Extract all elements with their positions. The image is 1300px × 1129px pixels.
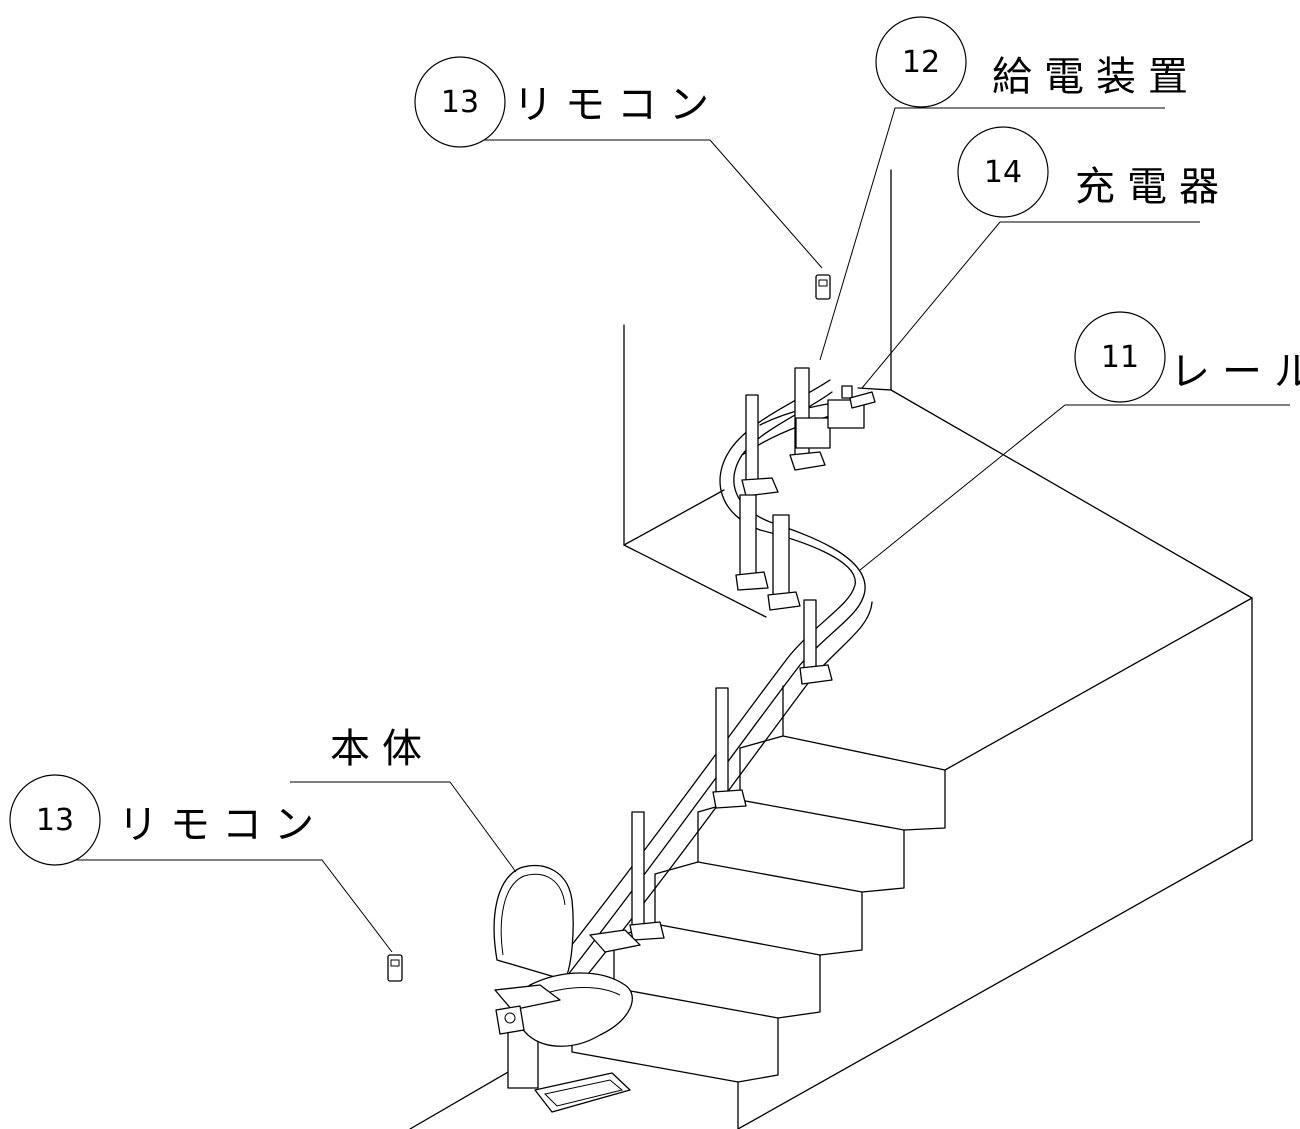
rail [547, 379, 873, 991]
callout-remote-bottom: 13 リモコン [9, 774, 326, 866]
callout-number: 12 [902, 45, 940, 80]
callout-label: リモコン [513, 82, 721, 128]
power-supply-unit [795, 385, 876, 449]
callout-number: 13 [441, 85, 479, 120]
callout-remote-top: 13 リモコン [414, 56, 721, 148]
stairlift-chair [493, 864, 641, 1113]
callout-number: 14 [984, 155, 1022, 190]
callout-rail: 11 レール [1074, 311, 1300, 403]
callout-bubble [9, 774, 101, 866]
callout-main-body: 本体 [330, 726, 434, 772]
callout-bubble [875, 16, 967, 108]
callout-bubble [1074, 311, 1166, 403]
callout-bubble [414, 56, 506, 148]
callout-charger: 14 充電器 [957, 126, 1231, 218]
rail-posts [629, 367, 833, 941]
callout-power-supply: 12 給電装置 [875, 16, 1200, 108]
callout-label: 給電装置 [992, 54, 1200, 100]
callout-number: 13 [36, 803, 74, 838]
callout-bubble [957, 126, 1049, 218]
callout-number: 11 [1101, 340, 1139, 375]
callout-label: リモコン [118, 802, 326, 848]
leader-lines [75, 107, 1290, 953]
remote-control-bottom [387, 954, 403, 982]
remote-control-top [815, 274, 831, 300]
main-body-label: 本体 [330, 726, 434, 772]
callout-label: レール [1170, 349, 1300, 395]
callout-label: 充電器 [1075, 164, 1231, 210]
